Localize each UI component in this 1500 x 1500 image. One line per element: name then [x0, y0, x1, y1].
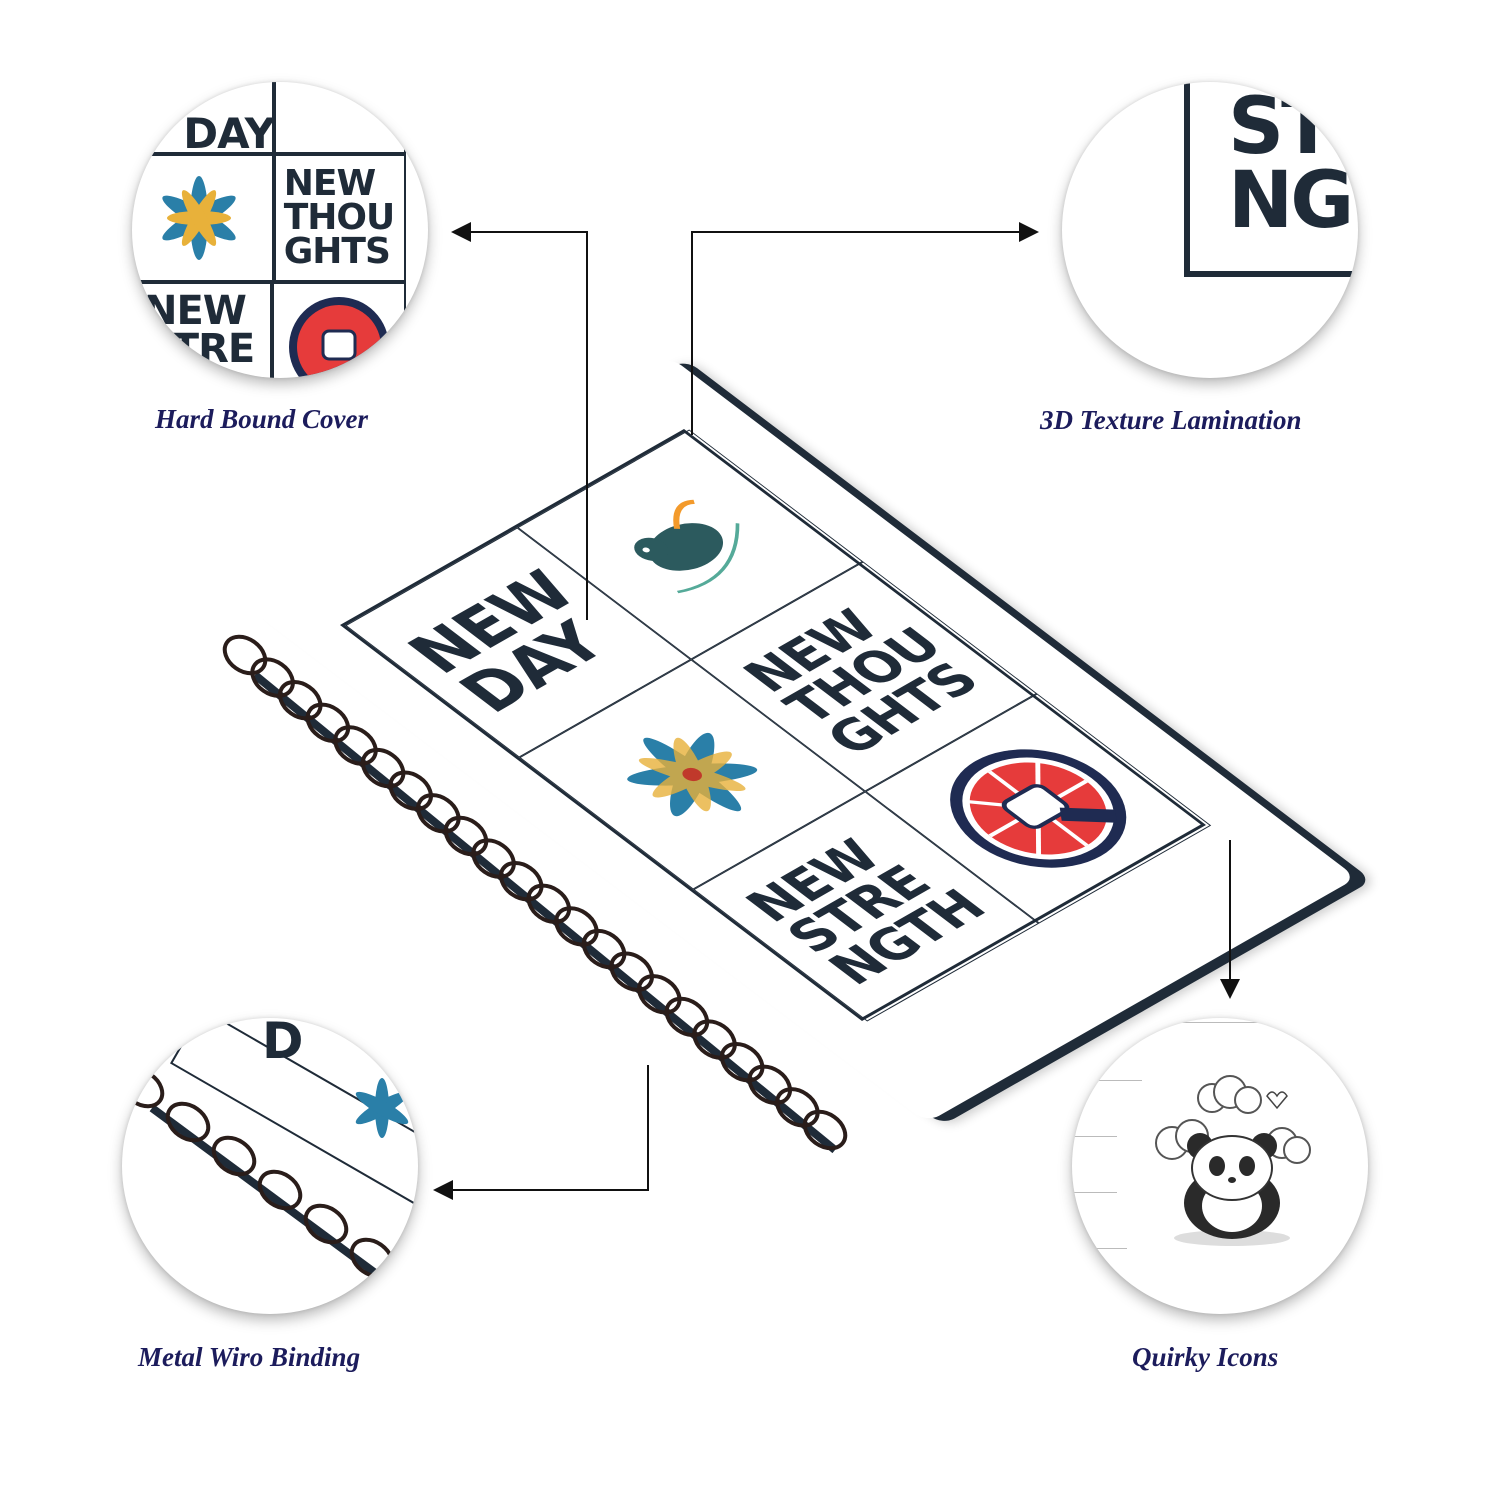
mandala-icon [355, 1078, 409, 1138]
binding-ring [122, 1067, 165, 1109]
binding-ring [581, 928, 627, 970]
zoom-text: DAY [183, 109, 275, 159]
binding-ring [554, 906, 599, 947]
zoom-text: THOU [283, 196, 396, 238]
wire-binding-closeup [122, 1067, 395, 1282]
zoom-text: D [262, 1018, 304, 1070]
fist-icon [950, 749, 1127, 868]
zoom-cell: DAY [132, 82, 276, 156]
binding-ring [278, 680, 323, 721]
fist-icon [289, 297, 389, 378]
label-hard-bound-cover: Hard Bound Cover [155, 404, 369, 434]
zoom-text: NEW [144, 288, 247, 334]
binding-ring [471, 838, 516, 879]
label-wiro-binding: Metal Wiro Binding [138, 1342, 361, 1372]
binding-ring [637, 974, 682, 1015]
mandala-icon [162, 176, 236, 260]
ruled-lines [1072, 1018, 1368, 1314]
mandala-icon [627, 732, 758, 817]
binding-ring [305, 702, 351, 744]
binding-ring [416, 793, 461, 834]
notebook-spine-edge [252, 671, 838, 1154]
binding-ring [664, 996, 710, 1038]
zoom-text: NEW [283, 162, 376, 204]
binding-ring [211, 1135, 257, 1177]
zoom-cell [272, 82, 406, 156]
binding-ring [802, 1109, 848, 1151]
tile-bird [517, 429, 864, 660]
tile-fist [865, 693, 1212, 924]
binding-ring [719, 1041, 765, 1083]
binding-ring [257, 1169, 303, 1211]
label-quirky-icons: Quirky Icons [1132, 1342, 1279, 1372]
panda-icon [1155, 1075, 1311, 1246]
binding-ring [388, 770, 433, 811]
zoom-cell [272, 280, 406, 378]
binding-ring [222, 634, 268, 676]
binding-ring [609, 951, 654, 992]
binding-ring [498, 860, 544, 902]
binding-ring [349, 1237, 395, 1279]
bird-icon [634, 499, 740, 594]
zoom-text: STRE [144, 326, 255, 372]
binding-ring [692, 1019, 737, 1060]
binding-ring [360, 747, 406, 789]
binding-ring [250, 657, 295, 698]
binding-ring [526, 883, 572, 925]
zoom-text: NG [1228, 156, 1354, 247]
zoom-wiro-binding: D [122, 1018, 418, 1314]
binding-ring [303, 1203, 349, 1245]
zoom-text: GHTS [283, 231, 391, 273]
zoom-cell [1184, 82, 1358, 277]
binding-ring [775, 1087, 820, 1128]
zoom-cell [132, 152, 276, 284]
zoom-quirky-icons [1072, 1018, 1368, 1314]
binding-ring [165, 1101, 211, 1143]
binding-ring [333, 725, 378, 766]
label-texture-lamination: 3D Texture Lamination [1040, 405, 1302, 435]
zoom-text: ST [1228, 82, 1334, 172]
tile-mandala [519, 659, 866, 890]
binding-ring [443, 815, 489, 857]
notebook-spine-edge [149, 1104, 385, 1282]
binding-ring [747, 1064, 792, 1105]
